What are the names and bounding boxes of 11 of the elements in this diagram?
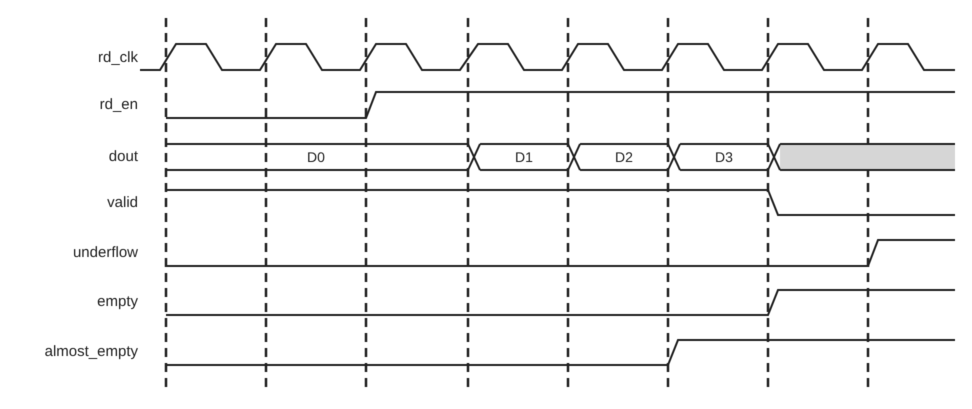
data-value-label: D2 bbox=[615, 149, 633, 165]
signal-label: rd_en bbox=[98, 96, 138, 114]
signal-label: underflow bbox=[72, 244, 138, 262]
signal-label: rd_clk bbox=[96, 49, 138, 67]
data-value-label: D3 bbox=[715, 149, 733, 165]
signal-label: almost_empty bbox=[44, 343, 138, 361]
signal-label: valid bbox=[106, 194, 138, 212]
signal-label: dout bbox=[108, 148, 138, 166]
data-value-label: D0 bbox=[307, 149, 325, 165]
signal-label: empty bbox=[96, 293, 138, 311]
data-value-label: D1 bbox=[515, 149, 533, 165]
